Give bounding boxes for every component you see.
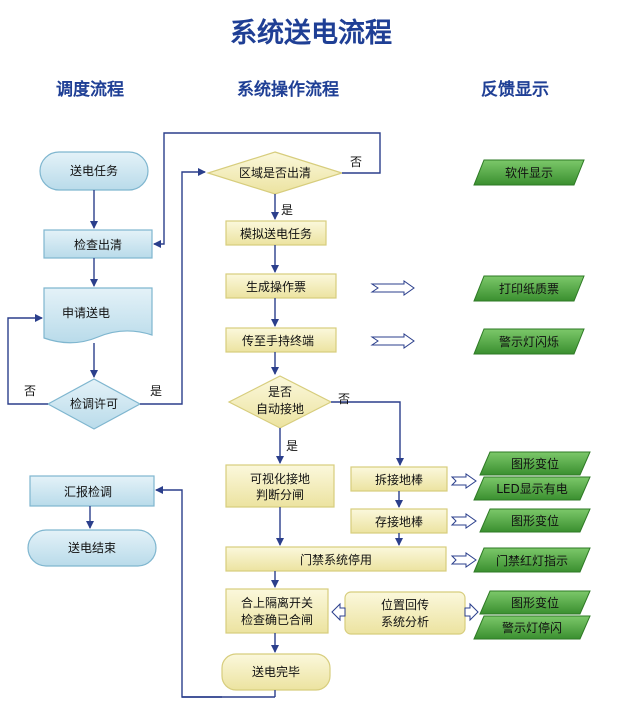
- node-visual-ground-label-2: 判断分闸: [256, 487, 304, 502]
- feedback-software: 软件显示: [473, 159, 585, 186]
- feedback-led: LED显示有电: [473, 476, 591, 501]
- edge-done-to-report: [155, 486, 222, 698]
- node-apply-power-label: 申请送电: [62, 305, 110, 320]
- node-permit: 检调许可: [46, 378, 142, 430]
- feedback-door-red: 门禁红灯指示: [473, 547, 591, 573]
- column-dispatch: 调度流程: [56, 79, 124, 100]
- label-zone-no: 否: [350, 155, 362, 169]
- feedback-print: 打印纸质票: [473, 275, 585, 302]
- arrow-position-both: [331, 602, 479, 622]
- node-position-return: 位置回传 系统分析: [344, 591, 466, 635]
- node-handheld-label: 传至手持终端: [242, 333, 314, 348]
- node-auto-ground-label-2: 自动接地: [256, 401, 304, 416]
- node-remove-rod: 拆接地棒: [350, 466, 448, 492]
- node-apply-power: 申请送电: [43, 287, 153, 344]
- feedback-software-label: 软件显示: [505, 166, 553, 180]
- feedback-graph-3: 图形变位: [479, 590, 591, 615]
- column-operation: 系统操作流程: [237, 79, 339, 100]
- arrow-ticket-feedback: [370, 280, 415, 296]
- node-remove-rod-label: 拆接地棒: [375, 472, 423, 487]
- node-done-label: 送电完毕: [252, 664, 300, 679]
- node-permit-label: 检调许可: [70, 396, 118, 411]
- node-report: 汇报检调: [29, 475, 155, 507]
- feedback-led-label: LED显示有电: [496, 482, 568, 496]
- feedback-door-red-label: 门禁红灯指示: [496, 553, 568, 568]
- node-simulate: 模拟送电任务: [225, 220, 327, 246]
- feedback-print-label: 打印纸质票: [499, 282, 559, 296]
- label-permit-no: 否: [24, 384, 36, 398]
- node-visual-ground-label-1: 可视化接地: [250, 471, 310, 486]
- feedback-alarm-flash-label: 警示灯闪烁: [499, 334, 559, 349]
- feedback-alarm-stop: 警示灯停闪: [473, 615, 591, 640]
- node-position-return-label-2: 系统分析: [381, 615, 429, 629]
- node-close-switch-label-2: 检查确已合闸: [241, 612, 313, 627]
- feedback-graph-2-label: 图形变位: [511, 513, 559, 528]
- feedback-graph-3-label: 图形变位: [511, 595, 559, 610]
- label-ground-no: 否: [338, 392, 350, 406]
- node-gen-ticket: 生成操作票: [225, 273, 337, 299]
- node-auto-ground-label-1: 是否: [268, 385, 292, 399]
- node-visual-ground: 可视化接地 判断分闸: [225, 464, 335, 508]
- edge-ground-no: [331, 401, 404, 466]
- page-title: 系统送电流程: [230, 17, 392, 49]
- edge-zone-no: [153, 132, 381, 248]
- node-store-rod: 存接地棒: [350, 508, 448, 534]
- label-permit-yes: 是: [150, 384, 162, 398]
- label-ground-yes: 是: [286, 439, 298, 453]
- node-send-task: 送电任务: [39, 151, 149, 191]
- node-check-clear: 检查出清: [43, 229, 153, 259]
- arrow-door-feedback: [450, 552, 477, 568]
- node-end: 送电结束: [27, 529, 157, 567]
- node-send-task-label: 送电任务: [70, 163, 118, 178]
- node-door-lock: 门禁系统停用: [225, 546, 447, 572]
- column-feedback: 反馈显示: [481, 79, 549, 100]
- node-check-clear-label: 检查出清: [74, 237, 122, 252]
- edge-permit-yes: [140, 168, 206, 405]
- node-door-lock-label: 门禁系统停用: [300, 552, 372, 567]
- node-zone-clear: 区域是否出清: [205, 151, 345, 195]
- feedback-alarm-flash: 警示灯闪烁: [473, 328, 585, 355]
- feedback-graph-2: 图形变位: [479, 508, 591, 533]
- arrow-store-feedback: [450, 513, 477, 529]
- node-zone-clear-label: 区域是否出清: [239, 166, 311, 180]
- node-close-switch: 合上隔离开关 检查确已合闸: [225, 588, 329, 634]
- node-store-rod-label: 存接地棒: [375, 514, 423, 529]
- node-close-switch-label-1: 合上隔离开关: [241, 595, 313, 610]
- arrow-remove-feedback: [450, 473, 477, 489]
- node-gen-ticket-label: 生成操作票: [246, 279, 306, 294]
- feedback-graph-1: 图形变位: [479, 451, 591, 476]
- edge-permit-no: [7, 314, 48, 405]
- node-auto-ground: 是否 自动接地: [227, 375, 333, 429]
- node-position-return-label-1: 位置回传: [381, 597, 429, 612]
- node-simulate-label: 模拟送电任务: [240, 226, 312, 241]
- feedback-graph-1-label: 图形变位: [511, 456, 559, 471]
- node-report-label: 汇报检调: [64, 484, 112, 499]
- node-end-label: 送电结束: [68, 540, 116, 555]
- feedback-alarm-stop-label: 警示灯停闪: [502, 620, 562, 635]
- arrow-handheld-feedback: [370, 333, 415, 349]
- node-handheld: 传至手持终端: [225, 327, 337, 353]
- label-zone-yes: 是: [281, 203, 293, 217]
- node-done: 送电完毕: [221, 653, 331, 691]
